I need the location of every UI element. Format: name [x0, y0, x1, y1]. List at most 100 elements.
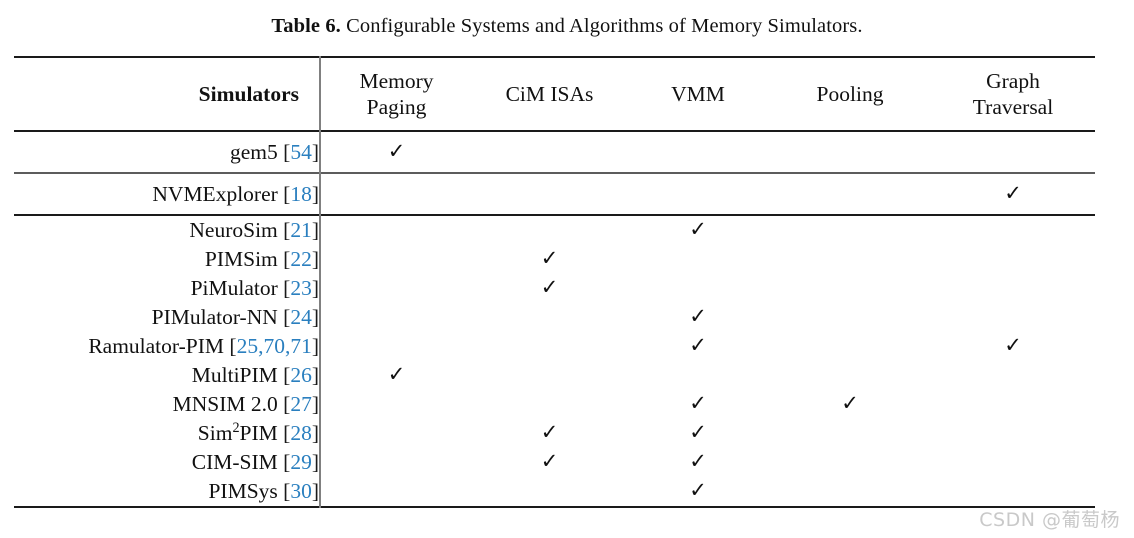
cell-pooling — [769, 303, 931, 332]
cell-vmm: ✓ — [627, 332, 769, 361]
citation-reference[interactable]: [24] — [283, 305, 319, 329]
table-body: gem5 [54]✓NVMExplorer [18]✓NeuroSim [21]… — [14, 131, 1095, 507]
table-row: CIM-SIM [29] ✓ ✓ — [14, 448, 1095, 477]
simulator-name: PIMSys — [208, 479, 278, 503]
citation-number[interactable]: 22 — [290, 247, 312, 271]
check-icon: ✓ — [387, 362, 406, 386]
cell-memory-paging — [319, 274, 472, 303]
column-header-cim-isas-label: CiM ISAs — [505, 82, 594, 106]
citation-number[interactable]: 21 — [290, 218, 312, 242]
cell-cim-isas — [472, 215, 627, 245]
cell-pooling — [769, 419, 931, 448]
citation-number[interactable]: 23 — [290, 276, 312, 300]
column-header-graph-traversal-line1: Graph — [986, 69, 1040, 93]
cell-cim-isas: ✓ — [472, 274, 627, 303]
cell-graph-traversal — [931, 303, 1095, 332]
cell-cim-isas — [472, 131, 627, 173]
citation-number[interactable]: 28 — [290, 421, 312, 445]
table-row: MNSIM 2.0 [27] ✓ ✓ — [14, 390, 1095, 419]
simulator-name: Ramulator-PIM — [88, 334, 225, 358]
cell-cim-isas — [472, 332, 627, 361]
table-row: NVMExplorer [18] ✓ — [14, 173, 1095, 215]
citation-number[interactable]: 18 — [290, 181, 312, 206]
table-caption: Table 6. Configurable Systems and Algori… — [0, 13, 1134, 39]
citation-number[interactable]: 27 — [290, 392, 312, 416]
cell-graph-traversal: ✓ — [931, 173, 1095, 215]
citation-reference[interactable]: [28] — [283, 421, 319, 445]
citation-reference[interactable]: [18] — [283, 181, 319, 206]
citation-reference[interactable]: [23] — [283, 276, 319, 300]
cell-cim-isas — [472, 173, 627, 215]
simulator-name: NeuroSim — [189, 218, 278, 242]
header-row: Simulators Memory Paging CiM ISAs VMM Po… — [14, 57, 1095, 131]
cell-pooling — [769, 448, 931, 477]
cell-memory-paging — [319, 173, 472, 215]
check-icon: ✓ — [689, 478, 707, 502]
simulator-name-superscript: 2 — [232, 419, 240, 436]
cell-memory-paging: ✓ — [319, 131, 472, 173]
cell-vmm — [627, 173, 769, 215]
cell-vmm: ✓ — [627, 448, 769, 477]
simulator-name-cell: NeuroSim [21] — [14, 215, 320, 245]
cell-vmm — [627, 245, 769, 274]
column-header-graph-traversal-line2: Traversal — [972, 95, 1054, 119]
cell-memory-paging — [319, 419, 472, 448]
cell-cim-isas: ✓ — [472, 448, 627, 477]
citation-number[interactable]: 30 — [290, 479, 312, 503]
table-row: MultiPIM [26]✓ — [14, 361, 1095, 390]
csdn-watermark: CSDN @葡萄杨 — [979, 509, 1120, 531]
column-header-memory-paging-line2: Paging — [366, 95, 427, 119]
check-icon: ✓ — [1004, 180, 1022, 205]
table-caption-label: Table 6. — [271, 15, 341, 37]
table-head: Simulators Memory Paging CiM ISAs VMM Po… — [14, 57, 1095, 131]
cell-graph-traversal — [931, 477, 1095, 507]
citation-number[interactable]: 54 — [290, 139, 312, 164]
column-header-vmm: VMM — [627, 57, 769, 131]
check-icon: ✓ — [689, 333, 707, 357]
simulator-name-cell: PIMSys [30] — [14, 477, 320, 507]
cell-vmm: ✓ — [627, 390, 769, 419]
cell-memory-paging — [319, 390, 472, 419]
simulator-name-cell: gem5 [54] — [14, 131, 320, 173]
citation-reference[interactable]: [27] — [283, 392, 319, 416]
simulator-name: Sim2PIM — [197, 419, 278, 445]
simulator-name-cell: CIM-SIM [29] — [14, 448, 320, 477]
citation-reference[interactable]: [29] — [283, 450, 319, 474]
check-icon: ✓ — [689, 449, 707, 473]
cell-memory-paging — [319, 477, 472, 507]
citation-reference[interactable]: [30] — [283, 479, 319, 503]
cell-memory-paging — [319, 245, 472, 274]
citation-number[interactable]: 29 — [290, 450, 312, 474]
check-icon: ✓ — [841, 391, 859, 415]
citation-number[interactable]: 25,70,71 — [236, 334, 312, 358]
citation-reference[interactable]: [22] — [283, 247, 319, 271]
citation-reference[interactable]: [26] — [283, 363, 319, 387]
check-icon: ✓ — [1004, 333, 1022, 357]
simulator-name-cell: NVMExplorer [18] — [14, 173, 320, 215]
citation-number[interactable]: 26 — [290, 363, 312, 387]
cell-memory-paging — [319, 448, 472, 477]
cell-pooling — [769, 131, 931, 173]
simulator-name-cell: Ramulator-PIM [25,70,71] — [14, 332, 320, 361]
column-header-memory-paging: Memory Paging — [319, 57, 472, 131]
cell-pooling — [769, 245, 931, 274]
column-header-simulators-label: Simulators — [198, 81, 299, 106]
check-icon: ✓ — [540, 420, 559, 444]
table-row: PIMSys [30] ✓ — [14, 477, 1095, 507]
cell-vmm: ✓ — [627, 215, 769, 245]
citation-reference[interactable]: [54] — [283, 139, 319, 164]
cell-cim-isas: ✓ — [472, 245, 627, 274]
check-icon: ✓ — [540, 275, 559, 299]
cell-graph-traversal — [931, 245, 1095, 274]
table-row: PIMSim [22] ✓ — [14, 245, 1095, 274]
cell-graph-traversal — [931, 274, 1095, 303]
citation-reference[interactable]: [25,70,71] — [229, 334, 319, 358]
simulator-name-cell: PIMSim [22] — [14, 245, 320, 274]
cell-pooling — [769, 173, 931, 215]
cell-memory-paging: ✓ — [319, 361, 472, 390]
simulator-name-cell: MNSIM 2.0 [27] — [14, 390, 320, 419]
simulator-name: gem5 — [230, 139, 278, 164]
citation-number[interactable]: 24 — [290, 305, 312, 329]
citation-reference[interactable]: [21] — [283, 218, 319, 242]
cell-graph-traversal — [931, 215, 1095, 245]
